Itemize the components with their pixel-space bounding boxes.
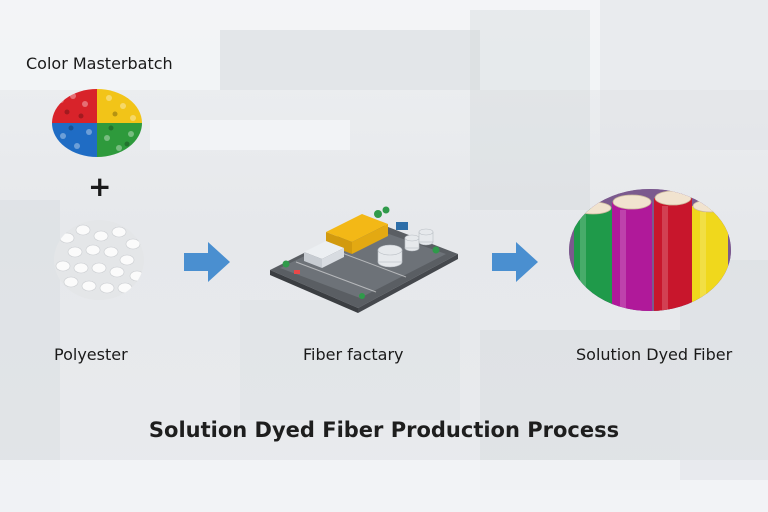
fiber-factory-label: Fiber factary [303, 345, 404, 364]
arrow-right-icon [184, 242, 230, 282]
fiber-spools-image [569, 189, 731, 311]
factory-illustration [270, 206, 458, 313]
masterbatch-pellets-image [52, 89, 142, 157]
plus-sign: + [88, 170, 112, 203]
solution-dyed-fiber-label: Solution Dyed Fiber [576, 345, 733, 364]
polyester-label: Polyester [54, 345, 128, 364]
arrow-right-icon [492, 242, 538, 282]
diagram-title: Solution Dyed Fiber Production Process [148, 418, 620, 442]
color-masterbatch-label: Color Masterbatch [26, 54, 173, 73]
polyester-pellets-image [54, 220, 144, 300]
